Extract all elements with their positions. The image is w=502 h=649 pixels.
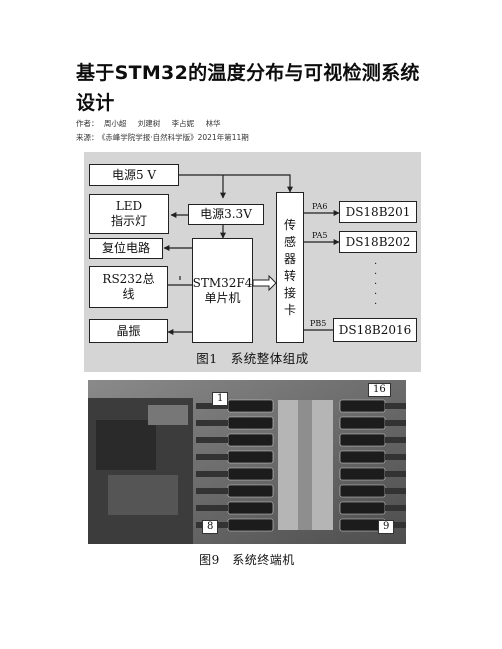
authors-line: 作者： 周小超 刘建树 李占妮 林华 [76, 118, 230, 129]
figure-9-photo: 1 16 8 9 [88, 380, 406, 544]
stm32-mcu-label: STM32F4 单片机 [192, 275, 253, 305]
figure-1-caption: 图1 系统整体组成 [196, 351, 309, 366]
bus-arrow [252, 274, 277, 292]
author-name: 周小超 [103, 119, 127, 128]
photo-label-9: 9 [378, 520, 395, 534]
authors-label: 作者： [76, 119, 99, 128]
ellipsis-vertical: ····· [374, 259, 378, 310]
diagram-wires [163, 174, 340, 335]
photo-label-16: 16 [368, 383, 391, 397]
power-3v3-box: 电源3.3V [188, 204, 264, 225]
power-5v-box: 电源5 V [89, 164, 179, 186]
crystal-box: 晶振 [89, 319, 168, 343]
sensor-box-1: DS18B201 [339, 201, 417, 223]
figure-1-block-diagram: 电源5 V LED 指示灯 电源3.3V 复位电路 RS232总 线 晶振 ST… [84, 152, 421, 372]
pin-label-pa6: PA6 [312, 202, 328, 211]
pin-label-pa5: PA5 [312, 231, 328, 240]
terminal-device-photo [88, 380, 406, 544]
source-text: 《赤峰学院学报·自然科学版》2021年第11期 [101, 133, 249, 142]
paper-title: 基于STM32的温度分布与可视检测系统设计 [76, 62, 420, 114]
led-indicator-label: LED 指示灯 [110, 199, 147, 228]
photo-label-8: 8 [202, 520, 219, 534]
sensor-box-2: DS18B202 [339, 231, 417, 253]
rs232-bus-box: RS232总 线 [89, 266, 168, 308]
sensor-adapter-label: 传 感 器 转 接 卡 [283, 217, 296, 317]
sensor-box-16: DS18B2016 [333, 318, 417, 342]
author-name: 李占妮 [171, 119, 195, 128]
led-indicator-box: LED 指示灯 [89, 194, 169, 234]
author-name: 刘建树 [137, 119, 161, 128]
author-name: 林华 [205, 119, 221, 128]
source-label: 来源： [76, 133, 99, 142]
reset-circuit-box: 复位电路 [89, 238, 163, 259]
pin-label-pb5: PB5 [310, 319, 327, 328]
rs232-bus-label: RS232总 线 [102, 272, 155, 301]
figure-9-caption: 图9 系统终端机 [199, 553, 295, 567]
photo-label-1: 1 [212, 392, 229, 406]
stm32-mcu-box: STM32F4 单片机 [192, 238, 253, 343]
source-line: 来源：《赤峰学院学报·自然科学版》2021年第11期 [76, 132, 249, 143]
sensor-adapter-box: 传 感 器 转 接 卡 [276, 192, 304, 343]
